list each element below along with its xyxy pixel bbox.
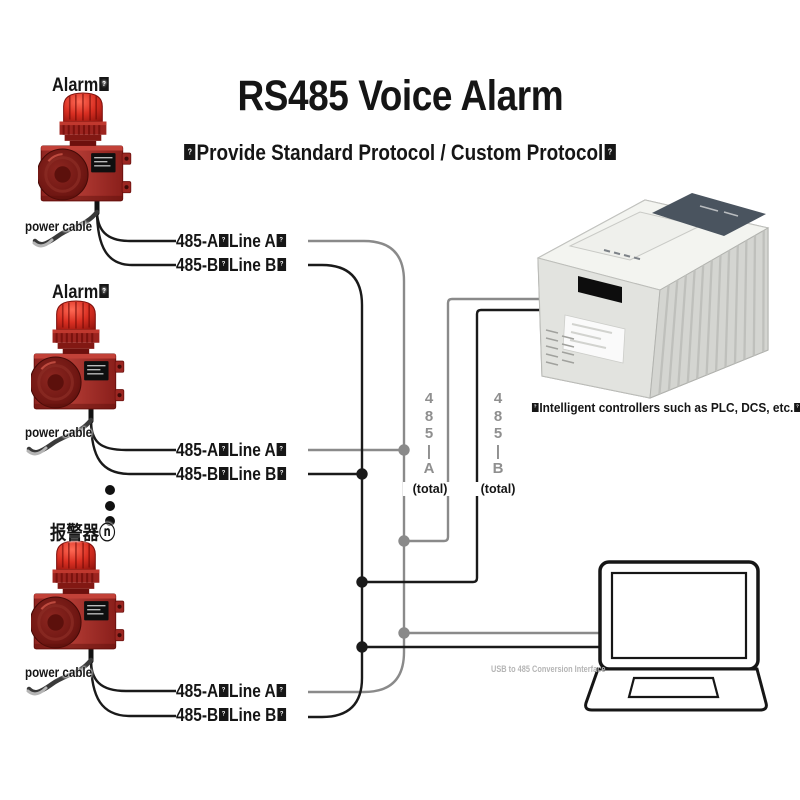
alarm3-power-cable-label: power cable [25, 665, 93, 680]
missing-glyph-box [218, 467, 229, 480]
bus-485b-vertical-label: 4 8 5 | B [492, 390, 504, 477]
bus-485b-total-label: (total) [474, 482, 522, 496]
alarm1-power-cable-label: power cable [25, 219, 93, 234]
wire-alarm1-stub-a [95, 208, 180, 243]
junction-dots-a [398, 444, 410, 639]
plc-brand-strip [652, 193, 766, 236]
laptop-device [584, 560, 768, 712]
plc-device [536, 193, 770, 399]
plc-label-sticker [562, 314, 626, 364]
missing-glyph-box [793, 403, 800, 412]
alarm3-wire-a-label: 485-ALine A [176, 681, 308, 702]
plc-vent-louvers [545, 329, 575, 366]
missing-glyph-box [218, 234, 229, 247]
missing-glyph-box [218, 708, 229, 721]
laptop-touchpad [627, 676, 720, 699]
alarm-device-2 [31, 300, 125, 411]
wire-485b-to-plc [362, 308, 548, 584]
plc-brand-marks [699, 205, 739, 217]
usb-converter-caption: USB to 485 Conversion Interface [491, 664, 606, 674]
missing-glyph-box [276, 443, 286, 456]
plc-cooling-fins [658, 230, 765, 395]
missing-glyph-box [218, 443, 229, 456]
missing-glyph-box [218, 684, 229, 697]
alarm-device-3 [31, 540, 125, 651]
alarm1-wire-b-label: 485-BLine B [176, 255, 309, 276]
wire-alarm2-stub-b [89, 418, 182, 476]
alarm2-label: Alarm [52, 282, 119, 304]
plc-port-slot [578, 276, 622, 303]
alarm2-power-cable-tip [26, 446, 48, 456]
missing-glyph-box [276, 684, 286, 697]
alarm2-wire-a-label: 485-ALine A [176, 440, 308, 461]
wire-485b-bus [282, 263, 364, 719]
laptop-screen [610, 571, 748, 660]
missing-glyph-box [99, 284, 109, 298]
continuation-ellipsis-dots [105, 485, 115, 526]
wire-485a-bus [281, 239, 406, 694]
alarm3-label: 报警器ⓝ [50, 523, 116, 544]
wire-alarm3-stub-b [89, 658, 182, 718]
alarm3-power-cable-tip [26, 686, 48, 696]
subtitle-text: Provide Standard Protocol / Custom Proto… [196, 140, 604, 165]
missing-glyph-box [277, 258, 287, 271]
wire-485a-to-plc [404, 297, 543, 543]
alarm3-wire-b-label: 485-BLine B [176, 705, 309, 726]
missing-glyph-box [604, 144, 616, 160]
missing-glyph-box [218, 258, 229, 271]
alarm1-label: Alarm [52, 75, 119, 97]
missing-glyph-box [99, 77, 109, 91]
wire-alarm1-stub-b [95, 208, 182, 267]
alarm2-power-cable-label: power cable [25, 425, 93, 440]
alarm1-wire-a-label: 485-ALine A [176, 231, 308, 252]
page-subtitle: Provide Standard Protocol / Custom Proto… [0, 140, 800, 166]
plc-label-text-lines [569, 323, 613, 349]
missing-glyph-box [277, 708, 287, 721]
bus-485a-vertical-label: 4 8 5 | A [423, 390, 435, 477]
alarm2-power-cable [26, 417, 94, 455]
bus-485a-total-label: (total) [403, 482, 457, 496]
page-title: RS485 Voice Alarm [237, 72, 563, 120]
wire-alarm3-stub-a [89, 658, 180, 693]
wire-alarm2-stub-a [89, 418, 180, 452]
junction-dots-b [356, 468, 368, 653]
missing-glyph-box [184, 144, 196, 160]
missing-glyph-box [276, 234, 286, 247]
missing-glyph-box [531, 403, 539, 412]
alarm2-wire-b-label: 485-BLine B [176, 464, 309, 485]
alarm1-power-cable [32, 209, 100, 247]
alarm3-power-cable [26, 657, 94, 695]
plc-caption: Intelligent controllers such as PLC, DCS… [531, 401, 800, 415]
plc-led-row [603, 249, 641, 261]
alarm1-power-cable-tip [32, 238, 54, 248]
missing-glyph-box [277, 467, 287, 480]
